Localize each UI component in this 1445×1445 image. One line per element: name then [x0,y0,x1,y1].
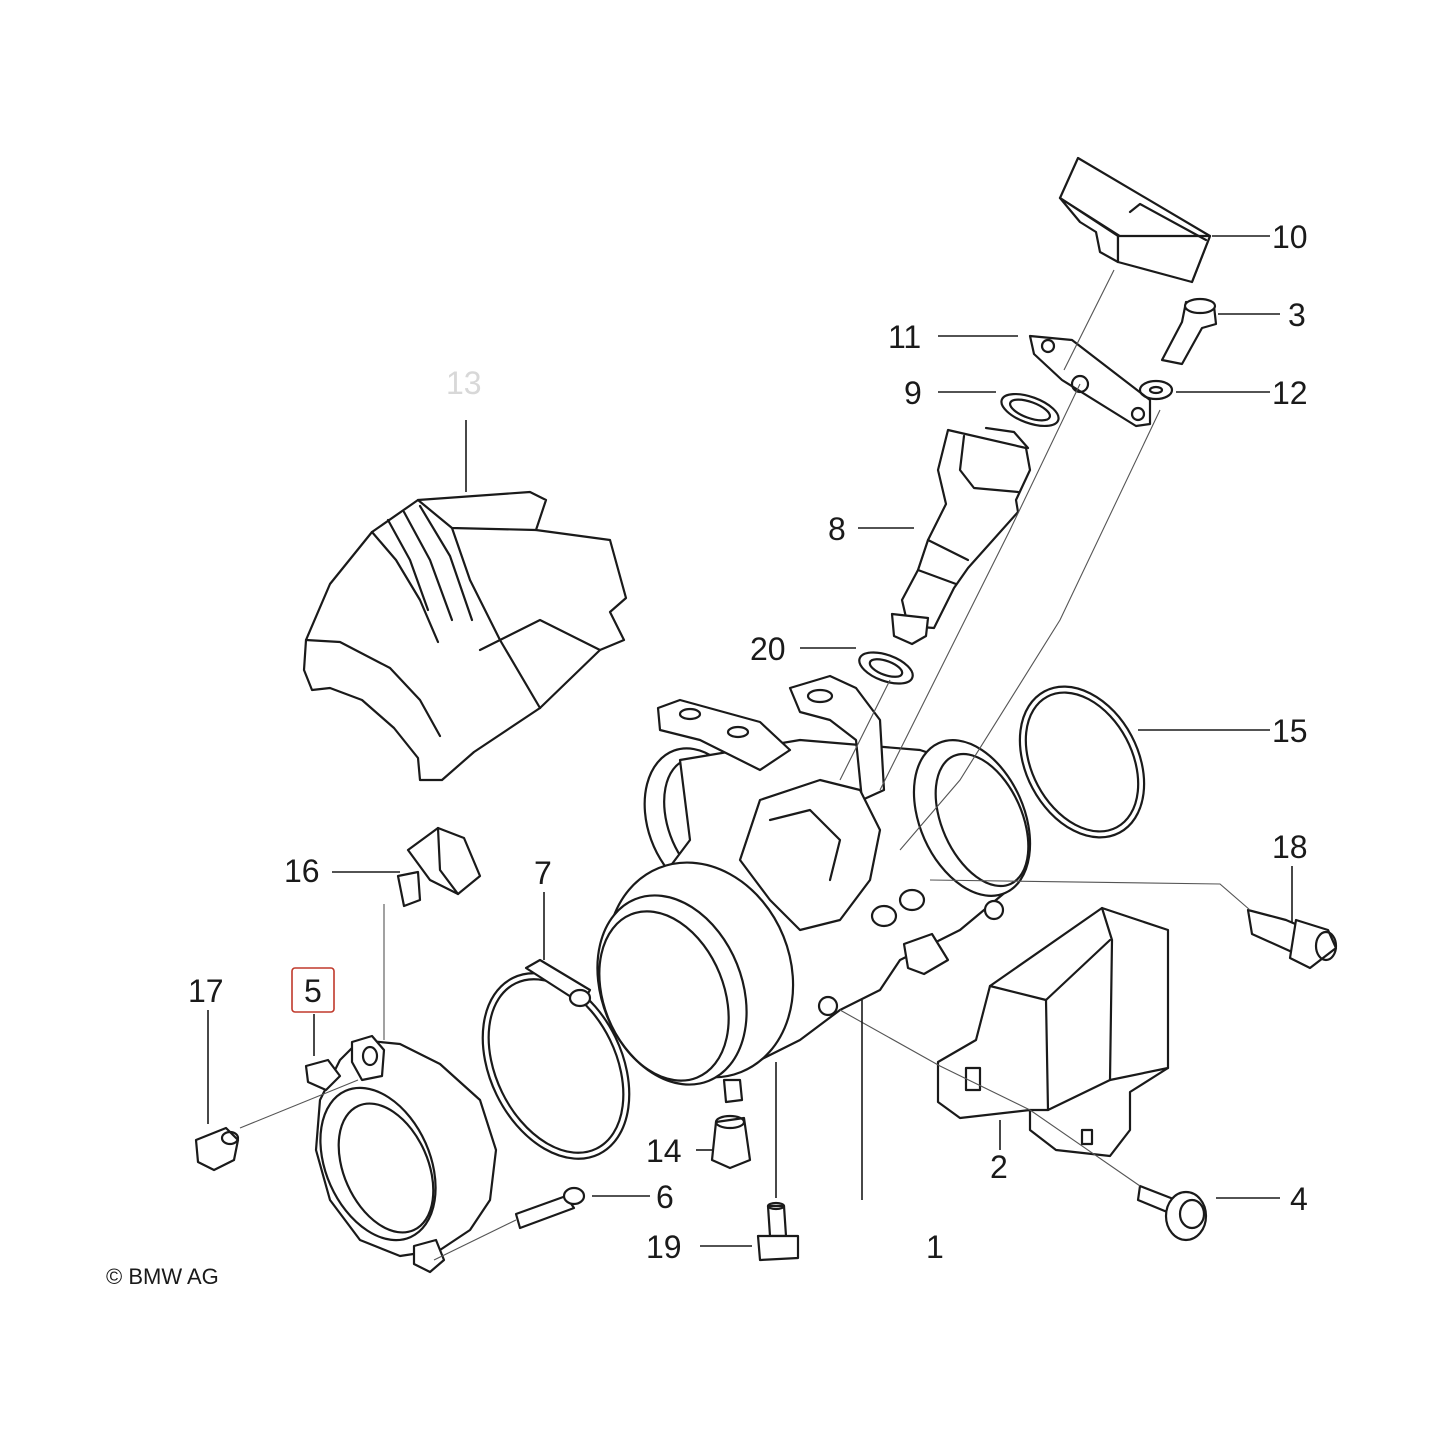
callout-18[interactable]: 18 [1272,829,1308,865]
callout-5-highlight [291,967,335,1013]
callout-19[interactable]: 19 [646,1229,682,1265]
callout-2[interactable]: 2 [990,1149,1008,1185]
callout-3[interactable]: 3 [1288,297,1306,333]
part-10-cap[interactable] [1058,156,1212,284]
callout-6[interactable]: 6 [656,1179,674,1215]
part-20-seal[interactable] [855,646,917,690]
callout-15[interactable]: 15 [1272,713,1308,749]
part-11-plate[interactable] [1028,334,1152,428]
part-8-sensor[interactable] [890,426,1032,646]
callout-16[interactable]: 16 [284,853,320,889]
part-14-cap[interactable] [710,1114,752,1170]
part-1-throttle-housing[interactable] [570,674,1052,1107]
part-3-screw[interactable] [1160,297,1218,366]
copyright-notice: © BMW AG [106,1264,219,1289]
callout-4[interactable]: 4 [1290,1181,1308,1217]
part-19-screw[interactable] [756,1201,800,1262]
callout-5[interactable]: 5 [304,973,322,1009]
callout-14[interactable]: 14 [646,1133,682,1169]
callout-12[interactable]: 12 [1272,375,1308,411]
callout-8[interactable]: 8 [828,511,846,547]
part-16-connector[interactable] [396,826,482,908]
part-6-pin[interactable] [514,1186,586,1230]
part-13-cover[interactable] [302,490,628,782]
part-15-oring[interactable] [995,665,1169,859]
callout-10[interactable]: 10 [1272,219,1308,255]
callout-20[interactable]: 20 [750,631,786,667]
callout-7[interactable]: 7 [534,855,552,891]
leader-lines [207,235,1293,1247]
callout-1[interactable]: 1 [926,1229,944,1265]
assembly-guide-lines [239,269,1251,1261]
part-17-plug[interactable] [194,1126,240,1172]
callout-9[interactable]: 9 [904,375,922,411]
part-18-bolt[interactable] [1246,908,1338,970]
callout-17[interactable]: 17 [188,973,224,1009]
part-2-control-unit[interactable] [936,906,1170,1158]
part-5-boot[interactable] [298,1034,498,1274]
part-12-washer[interactable] [1138,379,1174,401]
part-9-oring[interactable] [997,388,1062,433]
part-4-bolt[interactable] [1136,1184,1208,1242]
callout-11[interactable]: 11 [888,319,921,355]
callouts: 10 3 11 9 12 13 8 20 15 18 16 7 17 5 2 1… [188,219,1308,1265]
part-7-hose-clamp[interactable] [454,949,659,1183]
callout-13[interactable]: 13 [446,365,482,401]
